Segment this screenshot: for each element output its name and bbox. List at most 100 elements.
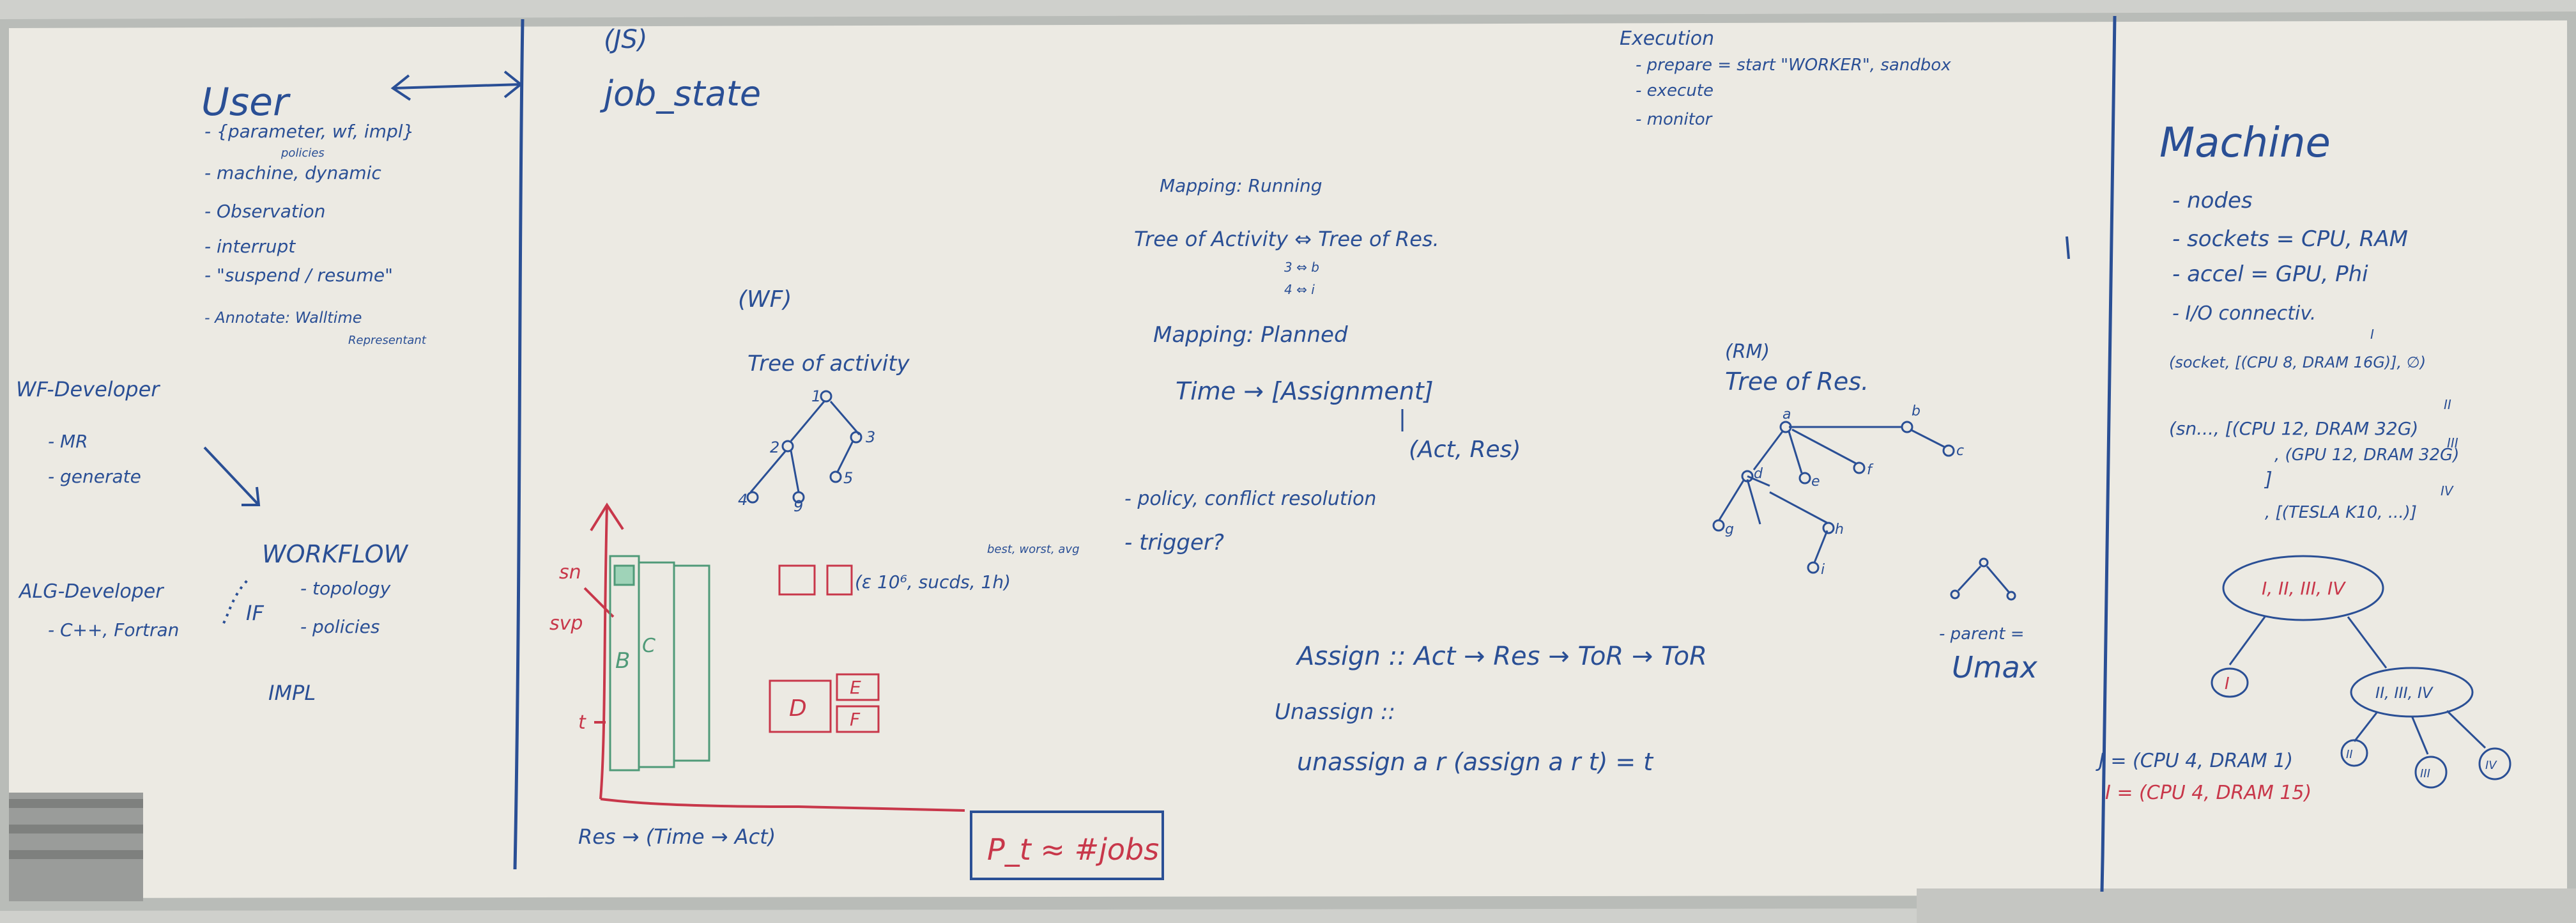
- rm-tag: (RM): [1725, 341, 1770, 363]
- tree-edge: [1910, 428, 1946, 449]
- red-box: [778, 564, 816, 596]
- execution-item: - monitor: [1636, 110, 1713, 129]
- activity-node: [792, 491, 805, 504]
- arrowhead: [241, 486, 261, 506]
- resource-section: (RM) Tree of Res.: [1725, 341, 1869, 396]
- roman-numeral: II: [2444, 397, 2451, 412]
- machine-item: - sockets = CPU, RAM: [2172, 226, 2408, 252]
- box-letter: C: [642, 635, 656, 657]
- machine-left-node: [2211, 667, 2249, 698]
- activity-node-label: 3: [866, 428, 875, 446]
- tree-edge: [2347, 616, 2388, 669]
- wf-tag: (WF): [738, 286, 792, 313]
- machine-tree: [2211, 555, 2511, 789]
- epsilon-tuple: (ε 10⁶, sucds, 1h): [855, 571, 1011, 593]
- machine-left-label: I: [2225, 674, 2230, 694]
- resource-node-labels: a b c d e f g h i: [1725, 403, 1964, 578]
- policy-item: - policy, conflict resolution: [1124, 488, 1376, 510]
- red-box-e: [836, 673, 880, 701]
- machine-leaf-label: II: [2346, 748, 2353, 761]
- mini-map-line: 3 ⇔ b: [1284, 260, 1319, 275]
- resource-node-label: e: [1811, 474, 1820, 490]
- tree-mapping: Tree of Activity ⇔ Tree of Res.: [1134, 227, 1439, 251]
- user-item: - {parameter, wf, impl}: [204, 121, 414, 142]
- spec-line: , [(TESLA K10, ...)]: [2265, 503, 2417, 522]
- activity-node-label: 4: [738, 491, 747, 509]
- unassign-law: unassign a r (assign a r t) = t: [1297, 748, 1654, 776]
- tree-edge: [790, 401, 825, 442]
- if-label: IF: [246, 601, 264, 625]
- eraser-stripe: [9, 799, 143, 808]
- box-letter: F: [850, 709, 861, 730]
- execution-item: - execute: [1636, 81, 1713, 100]
- red-label: t: [578, 711, 586, 734]
- act-res: (Act, Res): [1409, 437, 1521, 463]
- user-item: - machine, dynamic: [204, 162, 381, 183]
- tree-edge: [1788, 431, 1803, 474]
- tree-edge: [829, 401, 861, 435]
- user-item: - Annotate: Walltime: [204, 309, 362, 327]
- execution-section: Execution - prepare = start "WORKER", sa…: [1620, 27, 1951, 129]
- machine-leaf-node: [2478, 747, 2511, 780]
- machine-leaf-node: [2340, 739, 2368, 767]
- activity-node-label: 9: [793, 497, 803, 515]
- user-item-note: Representant: [348, 334, 427, 347]
- execution-title: Execution: [1620, 27, 1714, 50]
- tree-edge: [1752, 431, 1784, 470]
- resource-node-label: i: [1821, 562, 1825, 578]
- machine-leaf-label: III: [2420, 767, 2430, 780]
- right-divider-line: [2100, 15, 2117, 892]
- arrow-to-workflow: [203, 446, 260, 506]
- green-cell: [613, 564, 635, 586]
- roman-numeral: IV: [2441, 483, 2454, 499]
- tree-edge: [2353, 712, 2378, 742]
- activity-node: [820, 390, 832, 403]
- red-timeline-labels: sn svp t: [549, 561, 586, 734]
- activity-node-label: 5: [843, 469, 853, 487]
- double-arrow: [392, 83, 521, 89]
- machine-leaf-label: IV: [2485, 759, 2497, 772]
- arrowhead-right: [503, 70, 523, 98]
- machine-title: Machine: [2159, 120, 2331, 167]
- board-eraser: [9, 793, 143, 901]
- red-axis: [599, 504, 608, 800]
- alg-developer-label: ALG-Developer: [18, 580, 164, 603]
- mapping-running: Mapping: Running: [1160, 175, 1322, 196]
- epsilon-note: best, worst, avg: [987, 543, 1080, 556]
- parent-note: - parent =: [1939, 624, 2025, 644]
- green-column: [673, 564, 710, 762]
- mapping-planned: Mapping: Planned: [1153, 322, 1348, 348]
- activity-tree-edges: [749, 401, 861, 493]
- resource-node: [1901, 421, 1913, 433]
- assign-signature: Assign :: Act → Res → ToR → ToR: [1295, 642, 1707, 671]
- activity-tree-nodes: 1 2 3 4 5 9: [738, 387, 875, 515]
- activity-node: [781, 440, 794, 453]
- job-state-title: job_state: [599, 74, 761, 114]
- workflow-item: - policies: [300, 616, 379, 637]
- tree-edge: [1747, 475, 1770, 487]
- tree-edge: [1813, 530, 1828, 563]
- resource-node: [1779, 421, 1792, 433]
- res-map-formula: Res → (Time → Act): [578, 825, 776, 849]
- whiteboard-surface: [9, 20, 2567, 898]
- roman-numeral: III: [2447, 435, 2458, 451]
- spec-line: ]: [2264, 469, 2273, 491]
- impl-label: IMPL: [268, 681, 316, 705]
- tree-edge: [2446, 710, 2487, 749]
- resource-node-label: a: [1782, 407, 1791, 423]
- machine-item: - nodes: [2172, 188, 2253, 213]
- tree-edge: [1746, 479, 1761, 525]
- resource-node: [1798, 472, 1811, 485]
- job-equation: J = (CPU 4, DRAM 1): [2096, 750, 2293, 772]
- parent-mini-tree: [1950, 557, 2016, 601]
- red-box-f: [836, 705, 880, 733]
- alg-item: - C++, Fortran: [48, 619, 179, 640]
- user-title: User: [201, 80, 291, 125]
- resource-node-label: h: [1835, 522, 1844, 538]
- resource-node-label: d: [1754, 466, 1763, 482]
- mini-node: [1950, 589, 1960, 600]
- user-item: - "suspend / resume": [204, 265, 393, 286]
- job-state-section: (JS) job_state (WF) Tree of activity: [599, 25, 910, 376]
- unassign-signature: Unassign ::: [1275, 699, 1395, 725]
- green-box-letters: B C: [615, 635, 656, 674]
